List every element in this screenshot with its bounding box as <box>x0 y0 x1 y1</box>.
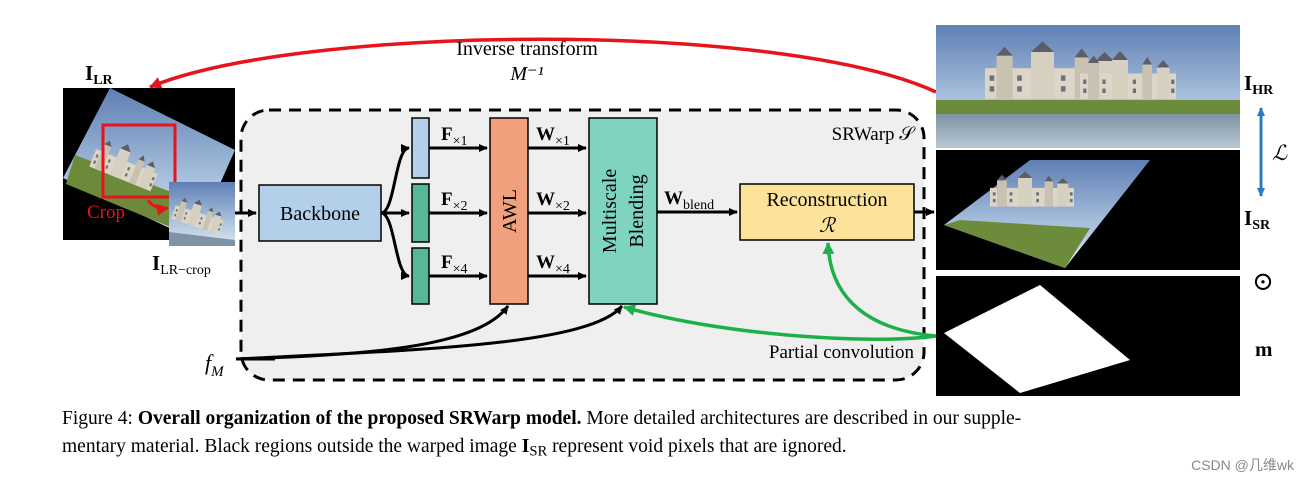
feature-x1-block <box>411 117 430 179</box>
mask-label: m <box>1255 337 1273 361</box>
lr-crop-label: ILR−crop <box>152 251 211 278</box>
srwarp-title: SRWarp 𝒮 <box>832 124 917 145</box>
feature-to-awl-arrows <box>429 144 488 280</box>
feature-x4-block <box>411 247 430 305</box>
mask-image <box>936 276 1240 396</box>
partial-conv-label: Partial convolution <box>769 342 915 363</box>
caption-bold: Overall organization of the proposed SRW… <box>137 408 582 429</box>
srwarp-container <box>239 108 926 382</box>
blending-label-line2: Blending <box>626 174 648 247</box>
caption-sr-symbol: I <box>521 436 530 457</box>
reconstruction-label-line2: ℛ <box>819 215 837 237</box>
reconstruction-label-line1: Reconstruction <box>766 189 887 211</box>
caption-rest2a: mentary material. Black regions outside … <box>62 436 522 457</box>
weight-x1-label: W×1 <box>536 124 570 149</box>
caption-prefix: Figure 4: <box>62 408 138 429</box>
hr-image <box>936 25 1240 148</box>
weight-x4-label: W×4 <box>536 252 570 277</box>
caption-rest1: More detailed architectures are describe… <box>581 408 1022 429</box>
caption-rest2b: represent void pixels that are ignored. <box>547 436 847 457</box>
feature-x2-block <box>411 183 430 243</box>
watermark: CSDN @几维wk <box>1191 457 1294 473</box>
reconstruction-block <box>739 183 915 241</box>
blending-block <box>588 117 658 305</box>
weight-x2-label: W×2 <box>536 189 570 214</box>
inverse-transform-label: Inverse transform <box>456 38 598 60</box>
figure-caption: Figure 4: Overall organization of the pr… <box>62 405 1302 466</box>
crop-box <box>101 123 177 199</box>
lr-crop-image <box>169 182 235 246</box>
crop-label: Crop <box>87 202 125 223</box>
lr-label: ILR <box>85 61 114 88</box>
hr-label: IHR <box>1244 71 1274 98</box>
partial-conv-arrows <box>623 242 937 341</box>
feature-x4-label: F×4 <box>441 252 468 277</box>
inverse-transform-symbol: M⁻¹ <box>509 63 543 85</box>
caption-sr-sub: SR <box>529 443 548 460</box>
odot-symbol: ⊙ <box>1252 267 1274 296</box>
fm-label: fM <box>205 350 225 380</box>
awl-label: AWL <box>499 189 521 233</box>
awl-block <box>489 117 529 305</box>
fm-arrows <box>235 305 624 361</box>
blending-label-line1: Multiscale <box>599 169 621 254</box>
crop-arrow <box>146 199 169 216</box>
loss-label: ℒ <box>1272 141 1288 165</box>
branch-arrows <box>380 144 410 280</box>
feature-x2-label: F×2 <box>441 189 468 214</box>
w-blend-label: Wblend <box>664 188 714 213</box>
inverse-transform-arrow <box>149 37 937 94</box>
sr-image <box>936 150 1240 270</box>
sr-label: ISR <box>1244 206 1271 233</box>
feature-x1-label: F×1 <box>441 124 468 149</box>
awl-to-blending-arrows <box>528 144 587 280</box>
backbone-label: Backbone <box>280 203 360 225</box>
